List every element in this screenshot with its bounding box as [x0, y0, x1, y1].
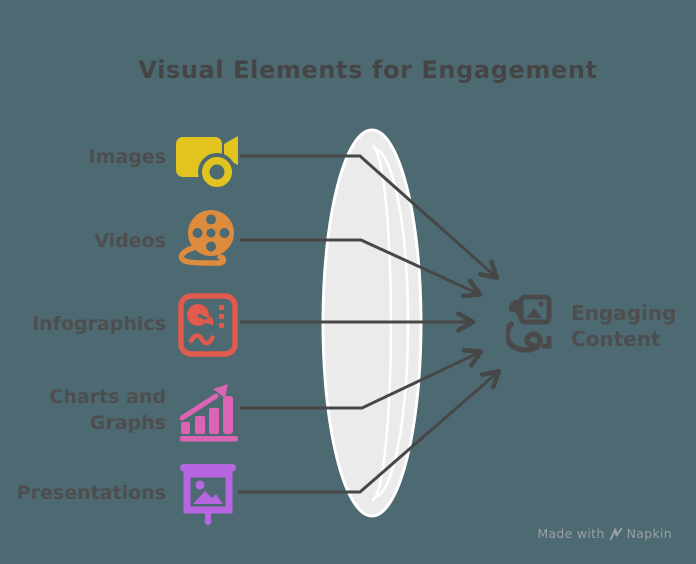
item-label-infographics: Infographics [32, 313, 166, 335]
item-label-charts-and-graphs: Charts and Graphs [49, 386, 166, 434]
footer-prefix: Made with [537, 526, 605, 541]
footer-brand: Napkin [626, 526, 672, 541]
infographic-board-icon [178, 293, 238, 357]
connector-presentations [238, 372, 498, 494]
image-camera-icon [176, 136, 238, 191]
napkin-logo-icon [609, 527, 622, 540]
connector-arrows [238, 154, 498, 494]
bar-chart-arrow-icon [180, 384, 238, 442]
connector-charts [240, 352, 480, 410]
connector-images [240, 154, 496, 277]
presentation-easel-icon [180, 464, 236, 525]
connector-videos [240, 238, 479, 294]
item-label-videos: Videos [94, 230, 166, 252]
result-label-engaging-content: Engaging Content [571, 301, 677, 351]
made-with-napkin: Made with Napkin [537, 526, 672, 541]
creative-content-icon [506, 294, 552, 353]
item-label-images: Images [88, 146, 166, 168]
film-reel-icon [178, 210, 234, 266]
page-title: Visual Elements for Engagement [138, 56, 598, 84]
item-label-presentations: Presentations [16, 482, 166, 504]
